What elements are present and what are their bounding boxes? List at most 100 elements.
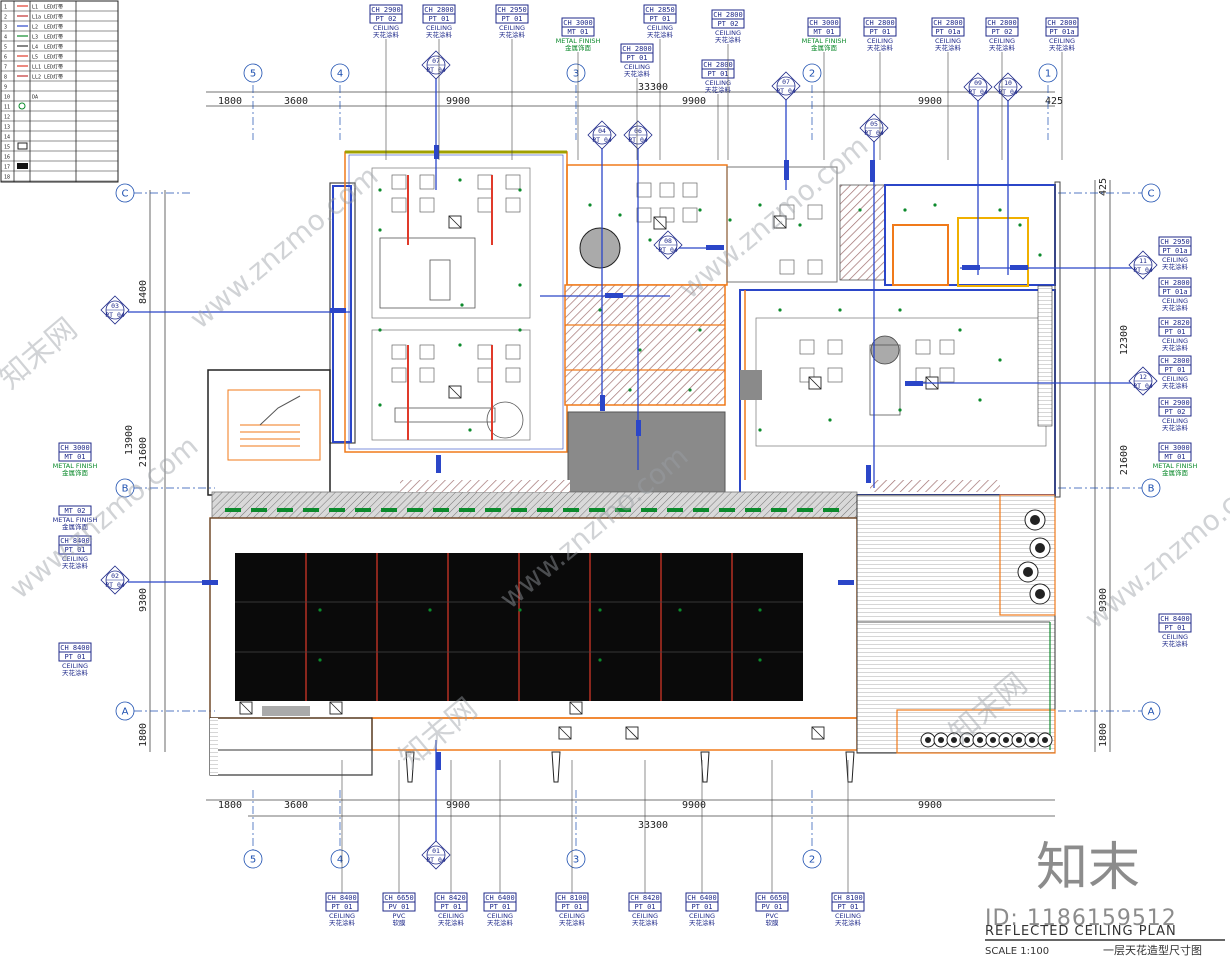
tag-material: PT 01 bbox=[331, 903, 352, 911]
section-marker-number: 07 bbox=[782, 78, 790, 86]
section-marker-sheet: PT 04 bbox=[426, 66, 446, 74]
staircase bbox=[227, 389, 321, 461]
watermark-url: www.znzmo.com bbox=[183, 159, 384, 335]
grid-axis-label: 5 bbox=[250, 855, 256, 866]
tag-material: PT 01 bbox=[1164, 366, 1185, 374]
grid-axis-label: 4 bbox=[337, 855, 343, 866]
dim-bottom-segment: 9900 bbox=[446, 800, 470, 811]
legend-row-number: 11 bbox=[4, 105, 10, 111]
drawing-title: REFLECTED CEILING PLAN bbox=[985, 924, 1177, 939]
tag-material: PT 01 bbox=[707, 70, 728, 78]
tag-label: CEILING bbox=[624, 63, 650, 71]
section-marker-number: 11 bbox=[1139, 257, 1147, 265]
tag-ceiling-height: CH 2900 bbox=[371, 6, 401, 14]
tag-label: CEILING bbox=[647, 24, 673, 32]
tag-ceiling-height: CH 2800 bbox=[1160, 279, 1190, 287]
tag-label: CEILING bbox=[426, 24, 452, 32]
tag-label: CEILING bbox=[499, 24, 525, 32]
tag-label-cn: 软膜 bbox=[766, 918, 780, 927]
tag-ceiling-height: CH 2800 bbox=[424, 6, 454, 14]
tag-ceiling-height: CH 3000 bbox=[809, 19, 839, 27]
dim-top-total: 33300 bbox=[638, 82, 668, 93]
tag-label-cn: 金属饰面 bbox=[565, 43, 592, 52]
drawing-subtitle: 一层天花造型尺寸图 bbox=[1103, 943, 1202, 957]
tag-label-cn: 天花涂料 bbox=[647, 30, 674, 39]
tag-label: CEILING bbox=[935, 37, 961, 45]
tag-label-cn: 天花涂料 bbox=[624, 69, 651, 78]
tag-material: PT 01 bbox=[1164, 624, 1185, 632]
dim-right: 9300 bbox=[1098, 588, 1109, 612]
grid-axis-label: A bbox=[1148, 707, 1155, 718]
tag-label-cn: 天花涂料 bbox=[438, 918, 465, 927]
tag-material: PT 02 bbox=[1164, 408, 1185, 416]
tag-ceiling-height: CH 8420 bbox=[436, 894, 466, 902]
tag-material: MT 01 bbox=[64, 453, 85, 461]
section-marker-number: 06 bbox=[634, 127, 642, 135]
tag-label-cn: 天花涂料 bbox=[989, 43, 1016, 52]
dim-top-segment: 1800 bbox=[218, 96, 242, 107]
dim-top-segment: 9900 bbox=[682, 96, 706, 107]
tag-ceiling-height: CH 6400 bbox=[485, 894, 515, 902]
dimension-lines bbox=[149, 91, 1111, 817]
dim-top-segment: 9900 bbox=[446, 96, 470, 107]
grid-axis-label: 2 bbox=[809, 69, 815, 80]
tag-material: PT 01 bbox=[1164, 328, 1185, 336]
tag-label-cn: 天花涂料 bbox=[1162, 303, 1189, 312]
legend-row-text: LED灯带 bbox=[44, 14, 63, 21]
tag-label-cn: 天花涂料 bbox=[632, 918, 659, 927]
section-marker-sheet: PT 04 bbox=[1133, 382, 1153, 390]
section-marker-number: 09 bbox=[974, 79, 982, 87]
tag-ceiling-height: CH 2950 bbox=[497, 6, 527, 14]
tag-label-cn: 天花涂料 bbox=[1162, 343, 1189, 352]
tag-ceiling-height: CH 2800 bbox=[1160, 357, 1190, 365]
tag-label: CEILING bbox=[559, 912, 585, 920]
tag-material: PT 01 bbox=[649, 15, 670, 23]
dim-top-segment: 3600 bbox=[284, 96, 308, 107]
section-marker-number: 08 bbox=[664, 237, 672, 245]
legend-row-number: 1 bbox=[4, 5, 7, 11]
tag-label-cn: 天花涂料 bbox=[62, 561, 89, 570]
building-outline bbox=[207, 150, 1061, 776]
section-cut-marks bbox=[202, 145, 1028, 770]
tag-label: CEILING bbox=[1162, 256, 1188, 264]
grid-axes bbox=[134, 85, 1142, 850]
title-block: 知末 ID: 1186159512 REFLECTED CEILING PLAN… bbox=[985, 838, 1225, 957]
tag-label-cn: 天花涂料 bbox=[689, 918, 716, 927]
tag-label-cn: 金属饰面 bbox=[62, 522, 89, 531]
legend-row-code: LL1 bbox=[32, 65, 41, 71]
dim-bottom-segment: 9900 bbox=[682, 800, 706, 811]
grid-axis-label: C bbox=[122, 189, 129, 200]
dim-left: 8400 bbox=[138, 280, 149, 304]
tag-label: CEILING bbox=[1162, 375, 1188, 383]
legend-row-number: 12 bbox=[4, 115, 10, 121]
legend-row-number: 15 bbox=[4, 145, 10, 151]
tag-label-cn: 天花涂料 bbox=[559, 918, 586, 927]
dim-bottom-segment: 3600 bbox=[284, 800, 308, 811]
tag-label-cn: 天花涂料 bbox=[1162, 262, 1189, 271]
legend-row-text: LED灯带 bbox=[44, 34, 63, 41]
tag-material: PT 01a bbox=[1162, 288, 1187, 296]
section-marker-sheet: PT 04 bbox=[968, 88, 988, 96]
legend-row-number: 4 bbox=[4, 35, 7, 41]
section-marker-number: 03 bbox=[111, 302, 119, 310]
tag-label-cn: 天花涂料 bbox=[329, 918, 356, 927]
pvc-ceiling-panels bbox=[235, 553, 803, 701]
legend-row-code: DA bbox=[32, 95, 38, 101]
tag-ceiling-height: CH 3000 bbox=[1160, 444, 1190, 452]
section-marker-sheet: PT 04 bbox=[864, 129, 884, 137]
tag-label-cn: 天花涂料 bbox=[62, 668, 89, 677]
